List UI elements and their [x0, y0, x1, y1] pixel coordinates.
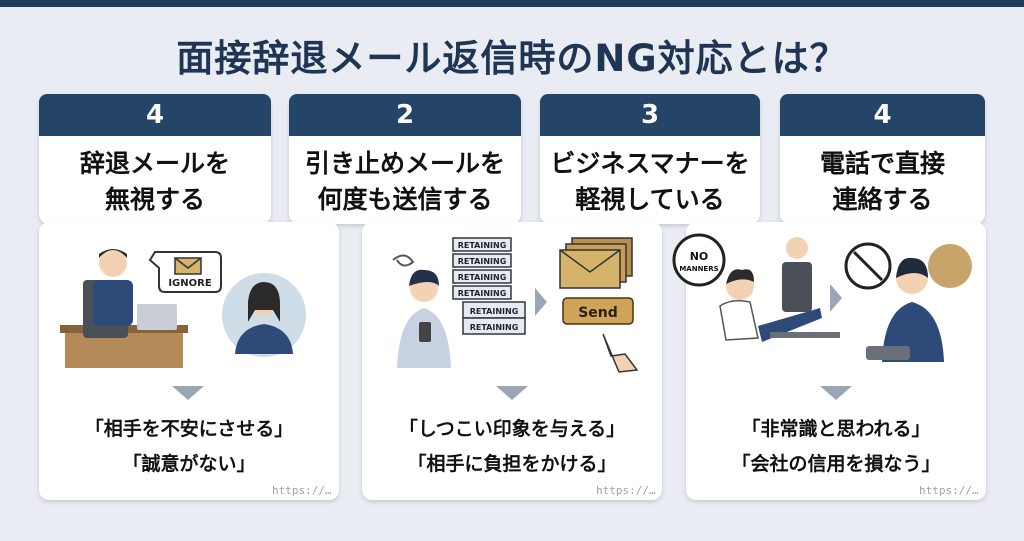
send-button-label: Send — [578, 305, 618, 321]
card-1-title-line1: 辞退メールを — [79, 149, 230, 178]
panel-2-result-line1: 「しつこい印象を与える」 — [398, 418, 626, 440]
card-2-number: 2 — [289, 94, 521, 136]
card-1-title-line2: 無視する — [104, 185, 205, 214]
panel-3-result-line1: 「非常識と思われる」 — [741, 418, 931, 440]
page-title: 面接辞退メール返信時のNG対応とは？ — [176, 37, 848, 80]
down-arrow-3 — [820, 386, 852, 400]
card-2-title-line2: 何度も送信する — [317, 185, 493, 214]
card-4-title-line2: 連絡する — [832, 185, 933, 214]
card-4-number: 4 — [780, 94, 985, 136]
top-accent-bar — [0, 0, 1024, 7]
card-4-title-line1: 電話で直接 — [819, 149, 945, 178]
panel-1-result-line1: 「相手を不安にさせる」 — [84, 418, 294, 440]
phone-call-illustration: NO MANNERS — [672, 233, 972, 362]
retaining-label-1: RETAINING — [458, 241, 507, 250]
down-arrow-2 — [496, 386, 528, 400]
svg-text:MANNERS: MANNERS — [679, 265, 718, 273]
repeated-sending-illustration: RETAINING RETAINING RETAINING RETAINING … — [392, 237, 639, 373]
retaining-label-3: RETAINING — [458, 273, 507, 282]
panel-1-source-url[interactable]: https://… — [272, 484, 332, 497]
panel-3-source-url[interactable]: https://… — [919, 484, 979, 497]
retaining-label-6: RETAINING — [470, 323, 519, 332]
card-1-number: 4 — [39, 94, 271, 136]
ignore-bubble-text: IGNORE — [168, 278, 211, 289]
retaining-label-2: RETAINING — [458, 257, 507, 266]
panel-1-result-line2: 「誠意がない」 — [122, 453, 256, 475]
card-2-title-line1: 引き止めメールを — [304, 149, 505, 178]
svg-text:NO: NO — [690, 250, 709, 263]
ignoring-email-illustration: IGNORE — [60, 249, 306, 368]
card-3-title-line2: 軽視している — [575, 185, 725, 214]
panel-3-result-line2: 「会社の信用を損なう」 — [731, 453, 941, 475]
card-3-number: 3 — [540, 94, 760, 136]
down-arrow-1 — [172, 386, 204, 400]
retaining-label-5: RETAINING — [470, 307, 519, 316]
panel-2-result-line2: 「相手に負担をかける」 — [407, 453, 617, 475]
panel-2-source-url[interactable]: https://… — [596, 484, 656, 497]
card-3-title-line1: ビジネスマナーを — [550, 149, 750, 178]
retaining-label-4: RETAINING — [458, 289, 507, 298]
